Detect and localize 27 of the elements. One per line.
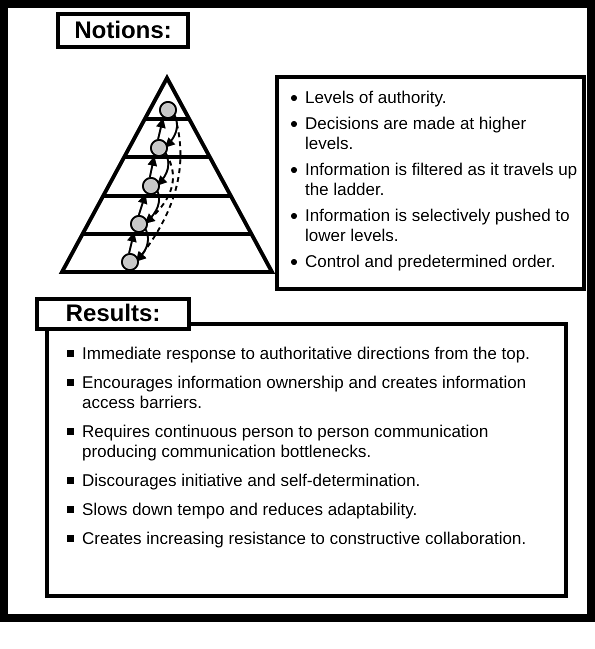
text-box — [275, 75, 586, 291]
text-box — [45, 322, 568, 598]
arrow — [156, 152, 170, 186]
bullet-text: Creates increasing resistance to constructive collaboration. — [82, 529, 526, 549]
bullet-text: Slows down tempo and reduces adaptability. — [82, 500, 418, 520]
heading-box — [56, 12, 190, 49]
arrow — [164, 114, 178, 148]
circle-node — [121, 253, 139, 271]
circle-node — [159, 101, 177, 119]
bullet-text: Requires continuous person to person communication producing communication bottlenecks. — [82, 422, 490, 462]
bullet-text: Decisions are made at higher levels. — [305, 114, 528, 154]
circle-node — [142, 177, 160, 195]
bullet-text: Immediate response to authoritative directions from the top. — [82, 344, 530, 364]
bullet-text: Levels of authority. — [305, 88, 446, 108]
circle-node — [150, 139, 168, 157]
bullet-text: Discourages initiative and self-determination. — [82, 471, 420, 491]
circle-node — [130, 215, 148, 233]
heading-box — [35, 297, 191, 331]
bullet-text: Information is filtered as it travels up the ladder. — [305, 160, 578, 200]
bullet-text: Encourages information ownership and creates information access barriers. — [82, 373, 528, 413]
heading-text: Results: — [66, 302, 160, 326]
arrow — [138, 194, 148, 216]
heading-text: Notions: — [74, 18, 172, 42]
bullet-text: Control and predetermined order. — [305, 252, 556, 272]
arrow — [144, 152, 174, 224]
bullet-text: Information is selectively pushed to lower levels. — [305, 206, 571, 246]
arrow — [136, 114, 182, 262]
